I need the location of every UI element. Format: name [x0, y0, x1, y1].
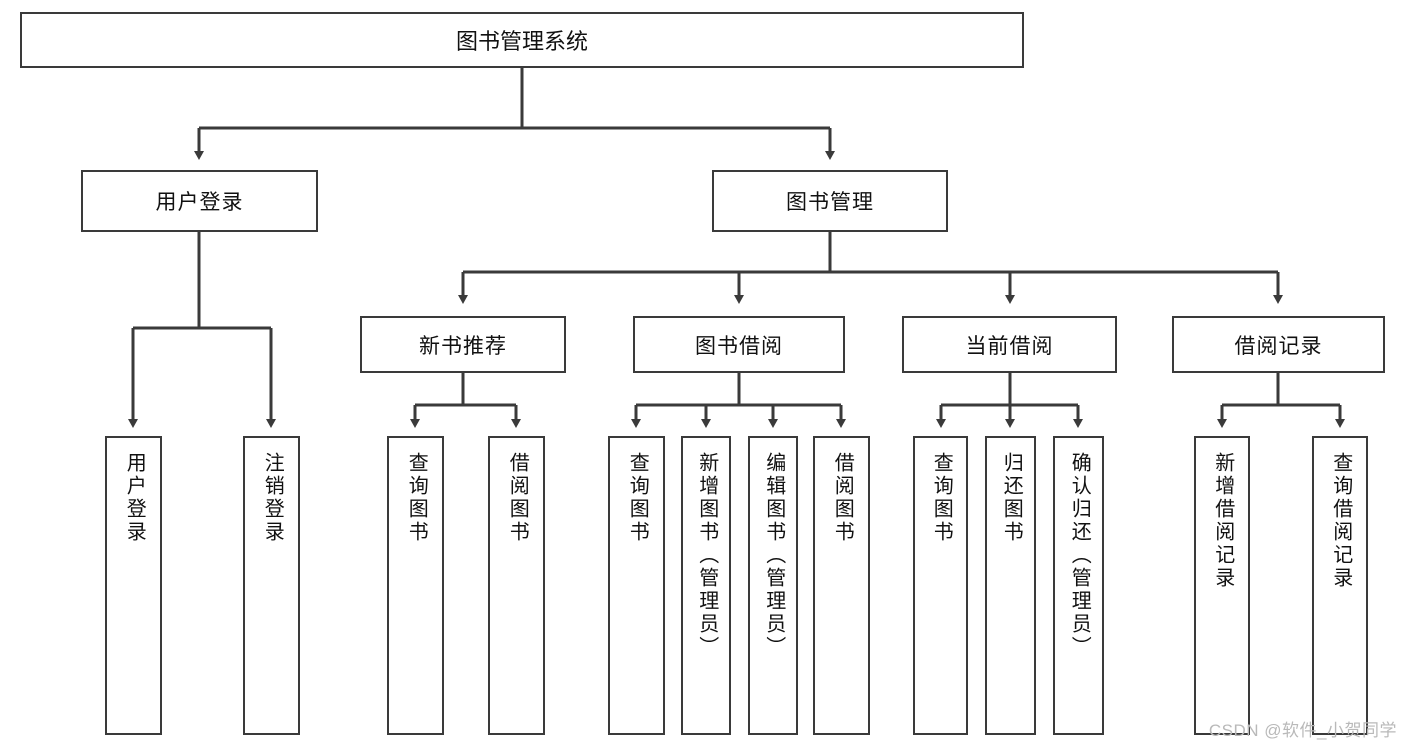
- node-user-login[interactable]: 用户登录: [81, 170, 318, 232]
- leaf-current-borrow-return-book[interactable]: 归还图书: [985, 436, 1036, 735]
- leaf-current-borrow-query-book[interactable]: 查询图书: [913, 436, 968, 735]
- node-book-borrow[interactable]: 图书借阅: [633, 316, 845, 373]
- leaf-label: 查询图书: [930, 452, 953, 544]
- node-label: 借阅记录: [1234, 334, 1323, 358]
- leaf-label: 新增图书（管理员）: [695, 452, 718, 659]
- leaf-borrow-record-add-record[interactable]: 新增借阅记录: [1194, 436, 1250, 735]
- node-label: 用户登录: [155, 191, 244, 214]
- node-book-management[interactable]: 图书管理: [712, 170, 948, 232]
- leaf-label: 归还图书: [1000, 452, 1023, 544]
- leaf-user-login-logout[interactable]: 注销登录: [243, 436, 300, 735]
- leaf-new-book-borrow-book[interactable]: 借阅图书: [488, 436, 545, 735]
- leaf-label: 新增借阅记录: [1211, 452, 1234, 590]
- leaf-borrow-record-query-record[interactable]: 查询借阅记录: [1312, 436, 1368, 735]
- node-root-book-management-system[interactable]: 图书管理系统: [20, 12, 1024, 68]
- watermark-text: CSDN @软件_小贺同学: [1208, 721, 1397, 740]
- leaf-user-login-login[interactable]: 用户登录: [105, 436, 162, 735]
- node-label: 图书借阅: [695, 334, 783, 358]
- leaf-label: 注销登录: [261, 452, 284, 544]
- leaf-current-borrow-confirm-return-admin[interactable]: 确认归还（管理员）: [1053, 436, 1104, 735]
- leaf-label: 用户登录: [123, 452, 146, 544]
- leaf-new-book-query-book[interactable]: 查询图书: [387, 436, 444, 735]
- leaf-label: 查询借阅记录: [1329, 452, 1352, 590]
- node-label: 当前借阅: [965, 334, 1054, 358]
- leaf-label: 编辑图书（管理员）: [762, 452, 785, 659]
- node-label: 图书管理: [786, 191, 874, 214]
- leaf-book-borrow-add-book-admin[interactable]: 新增图书（管理员）: [681, 436, 731, 735]
- node-borrow-record[interactable]: 借阅记录: [1172, 316, 1385, 373]
- node-new-book-recommend[interactable]: 新书推荐: [360, 316, 566, 373]
- leaf-label: 查询图书: [626, 452, 649, 544]
- leaf-book-borrow-edit-book-admin[interactable]: 编辑图书（管理员）: [748, 436, 798, 735]
- node-label: 图书管理系统: [455, 29, 588, 54]
- leaf-label: 借阅图书: [506, 452, 529, 544]
- leaf-book-borrow-borrow-book[interactable]: 借阅图书: [813, 436, 870, 735]
- node-label: 新书推荐: [419, 334, 507, 358]
- leaf-label: 借阅图书: [831, 452, 854, 544]
- leaf-label: 确认归还（管理员）: [1068, 452, 1091, 659]
- node-current-borrow[interactable]: 当前借阅: [902, 316, 1117, 373]
- leaf-book-borrow-query-book[interactable]: 查询图书: [608, 436, 665, 735]
- leaf-label: 查询图书: [405, 452, 428, 544]
